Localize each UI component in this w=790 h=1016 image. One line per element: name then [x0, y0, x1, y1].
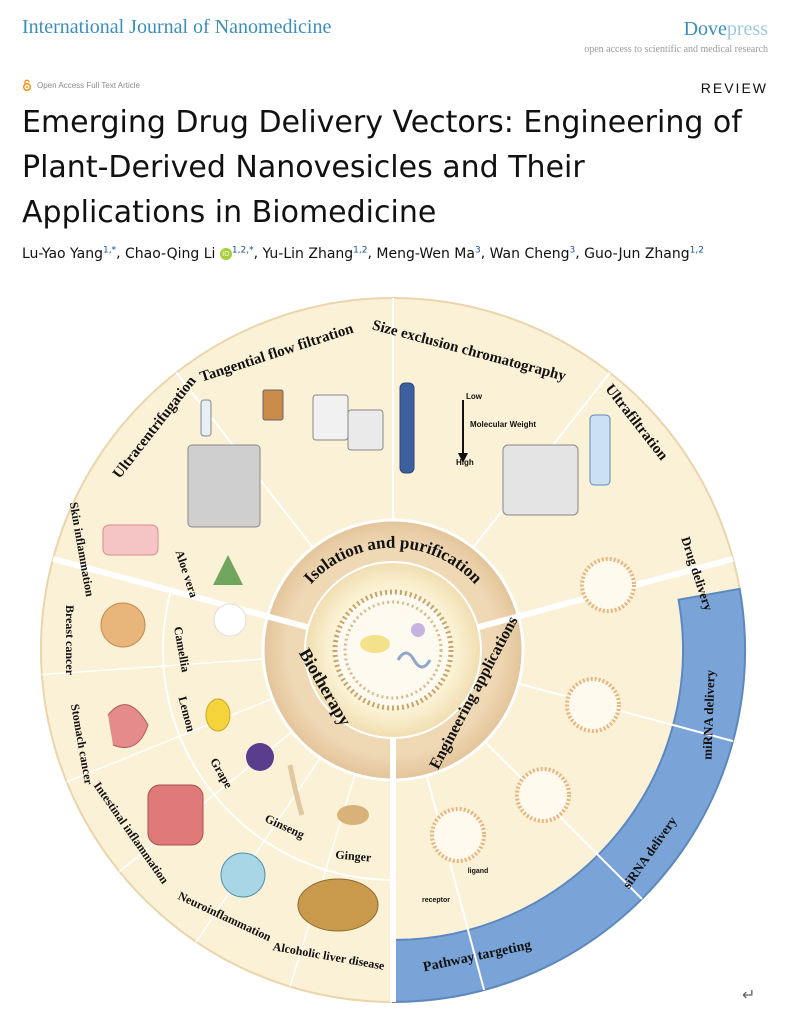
publisher-logo: Dovepress [684, 18, 768, 41]
return-glyph: ↵ [742, 987, 756, 1004]
article-title: Emerging Drug Delivery Vectors: Engineer… [22, 105, 742, 230]
engineered-vesicle-icon [565, 677, 621, 733]
nanovesicle-inner-icon [343, 600, 443, 700]
publisher-light: press [726, 18, 768, 40]
divider-line [518, 682, 734, 743]
author: Meng-Wen Ma3 [376, 245, 481, 262]
open-access-row: Open Access Full Text Article [22, 79, 140, 91]
grape-icon [246, 743, 274, 771]
cargo-icon [360, 635, 390, 653]
author: Guo-Jun Zhang1,2 [584, 245, 704, 262]
nanovesicle-icon [332, 589, 454, 711]
publisher-bold: Dove [683, 18, 727, 40]
ligand-label: ligand [468, 868, 489, 875]
author-affiliation: 1,2,* [231, 245, 254, 255]
author-affiliation: 3 [474, 245, 481, 255]
intestine-icon [147, 784, 204, 846]
engineered-vesicle-icon [515, 767, 571, 823]
mw-arrow-head-icon [458, 453, 468, 463]
sec-mw-label: Molecular Weight [470, 420, 536, 429]
author: Lu-Yao Yang1,* [22, 245, 117, 262]
open-access-icon [22, 79, 32, 91]
plant-label: Ginger [335, 847, 373, 864]
divider-line [66, 698, 273, 783]
sec-column-icon [399, 382, 415, 474]
rna-icon [396, 651, 432, 669]
tff-pump-icon [312, 394, 349, 441]
aloe-icon [213, 555, 243, 585]
orcid-icon[interactable]: iD [219, 247, 232, 260]
biotherapy-ring-divider [162, 590, 394, 881]
divider-line [41, 658, 264, 676]
skin-icon [102, 524, 159, 556]
journal-name: International Journal of Nanomedicine [22, 16, 332, 38]
author: Yu-Lin Zhang1,2 [262, 245, 368, 262]
liver-icon [297, 878, 379, 932]
engineered-vesicle-icon [580, 557, 636, 613]
stomach-icon [107, 704, 149, 748]
ultrafiltration-centrifuge-icon [502, 444, 579, 516]
breast-icon [100, 602, 146, 648]
ginger-icon [337, 805, 369, 825]
section-gap [52, 555, 309, 631]
author-affiliation: 3 [569, 245, 576, 255]
open-access-label: Open Access Full Text Article [37, 80, 141, 90]
tube-icon [200, 399, 212, 437]
sec-low-label: Low [466, 392, 483, 401]
tff-vessel-icon [262, 389, 284, 421]
author-affiliation: 1,2 [689, 245, 704, 255]
divider-line [195, 757, 321, 943]
centrifuge-icon [187, 444, 261, 528]
ginseng-icon [287, 764, 305, 816]
filter-tube-icon [589, 414, 611, 486]
author: Wan Cheng3 [489, 245, 576, 262]
neuron-icon [220, 852, 266, 898]
lemon-icon [205, 698, 231, 732]
camellia-icon [213, 603, 247, 637]
engineered-vesicle-icon [430, 807, 486, 863]
publisher-tagline: open access to scientific and medical re… [584, 44, 768, 55]
divider-line [484, 741, 643, 900]
author-affiliation: 1,* [103, 245, 117, 255]
protein-icon [411, 623, 425, 637]
disease-label: Breast cancer [63, 605, 77, 676]
article-type: REVIEW [700, 80, 768, 96]
divider-line [425, 775, 486, 991]
mirna-delivery-label: miRNA delivery [699, 669, 717, 760]
tff-reservoir-icon [347, 409, 384, 451]
sec-high-label: High [456, 458, 474, 467]
receptor-label: receptor [422, 897, 450, 904]
author-affiliation: 1,2 [353, 245, 368, 255]
